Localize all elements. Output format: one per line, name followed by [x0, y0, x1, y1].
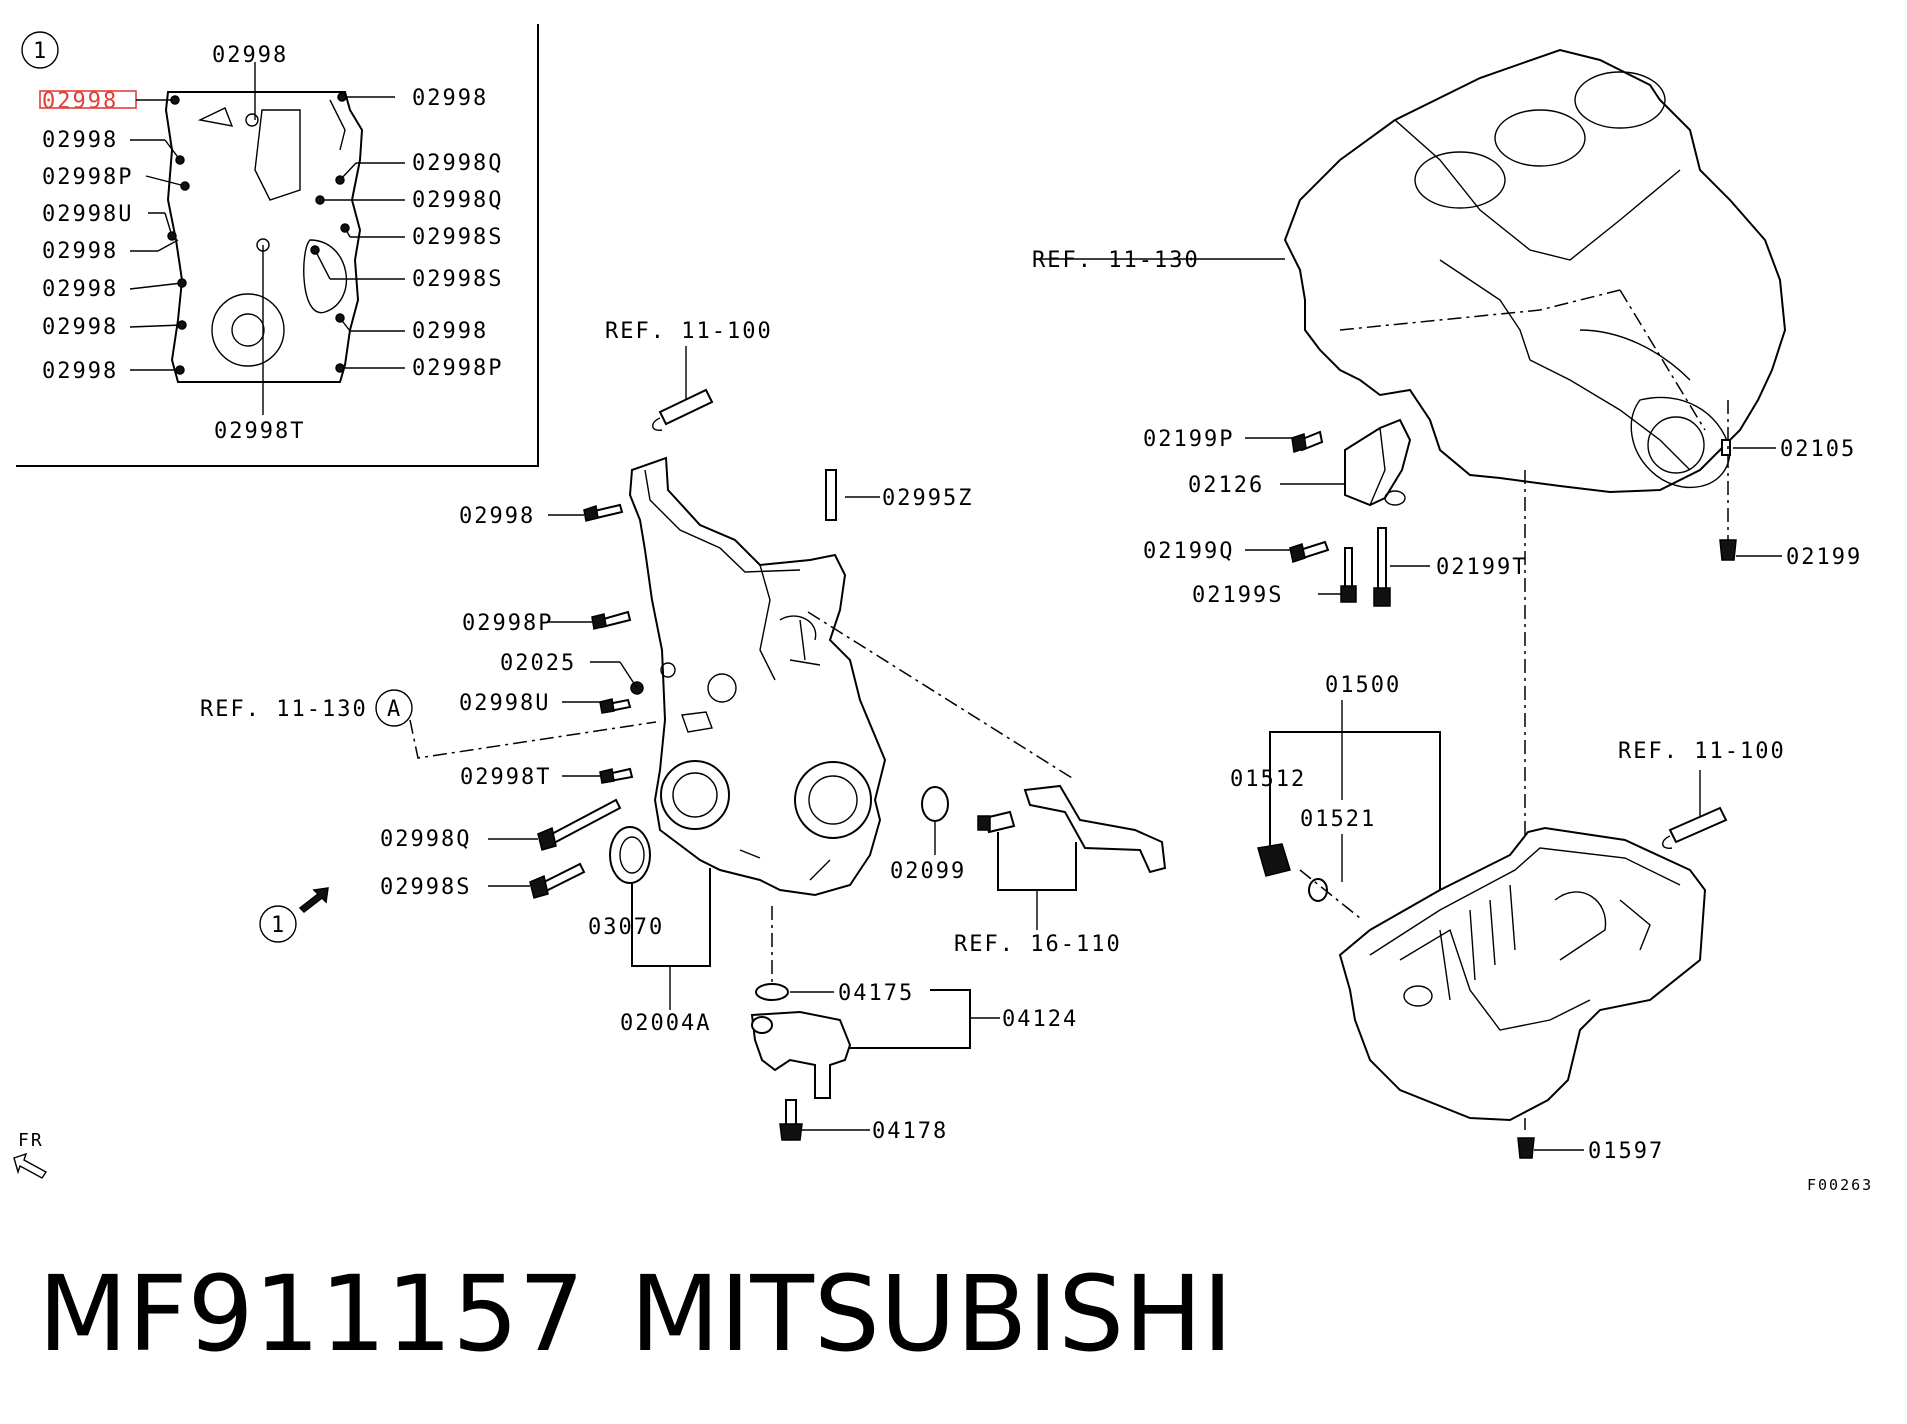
- inset-callout: 1: [33, 39, 48, 64]
- inset-highlighted-label[interactable]: 02998: [42, 89, 118, 114]
- inset-label-right-1: 02998: [412, 86, 488, 111]
- bracket: [1023, 784, 1167, 874]
- inset-label-right-2: 02998Q: [412, 151, 503, 176]
- view-callout: 1: [271, 913, 286, 938]
- drain-plug: [1257, 843, 1291, 877]
- cover-left-leaders: [488, 514, 638, 887]
- marker-A-circle: [375, 689, 413, 727]
- timing-cover-group: REF. 11-100 02995Z: [200, 319, 1167, 1036]
- label-02004A: 02004A: [620, 1011, 711, 1036]
- label-02025: 02025: [500, 651, 576, 676]
- bolt-02199S: [1340, 585, 1357, 603]
- drain-gasket: [1308, 878, 1328, 902]
- label-02995Z: 02995Z: [882, 486, 973, 511]
- label-02099: 02099: [890, 859, 966, 884]
- label-02105: 02105: [1780, 437, 1856, 462]
- inset-label-left-2: 02998P: [42, 165, 133, 190]
- label-02199Q: 02199Q: [1143, 539, 1234, 564]
- inset-label-left-1: 02998: [42, 128, 118, 153]
- label-03070: 03070: [588, 915, 664, 940]
- ref-11-100-pan: REF. 11-100: [1618, 739, 1786, 764]
- inset-leaders: [129, 62, 405, 415]
- inset-bolt-dots: [167, 92, 350, 375]
- label-01512: 01512: [1230, 767, 1306, 792]
- inset-label-left-3: 02998U: [42, 202, 133, 227]
- pump-bore: [794, 761, 872, 839]
- ref-11-100-top: REF. 11-100: [605, 319, 773, 344]
- label-01597: 01597: [1588, 1139, 1664, 1164]
- ref-16-110: REF. 16-110: [954, 932, 1122, 957]
- oil-pan-group: 01500 01512 01521 REF. 11-100 01597: [1230, 470, 1786, 1164]
- bracket-02126: [1344, 418, 1412, 507]
- label-02998Q: 02998Q: [380, 827, 471, 852]
- label-02998P: 02998P: [462, 611, 553, 636]
- inset-label-right-4: 02998S: [412, 225, 503, 250]
- ref-11-130-left: REF. 11-130: [200, 697, 368, 722]
- label-01500: 01500: [1325, 673, 1401, 698]
- inset-label-left-7: 02998: [42, 359, 118, 384]
- label-02199P: 02199P: [1143, 427, 1234, 452]
- fr-label: FR: [18, 1130, 44, 1151]
- label-01521: 01521: [1300, 807, 1376, 832]
- oil-pan-body: [1338, 826, 1707, 1122]
- part-number: MF911157: [38, 1253, 585, 1375]
- crank-seal-bore: [660, 760, 730, 830]
- sensor-group: 04175 04124 04178: [750, 906, 1078, 1144]
- sensor-o-ring: [755, 983, 789, 1001]
- view-callout-circle: [259, 905, 297, 943]
- bolt-02199T: [1373, 587, 1391, 607]
- cover-bolts: [529, 503, 644, 899]
- label-04178: 04178: [872, 1119, 948, 1144]
- sealant-tube-1: [658, 388, 714, 426]
- ref-11-130-block: REF. 11-130: [1032, 248, 1200, 273]
- dowel-pin: [825, 469, 837, 521]
- inset-label-bottom: 02998T: [214, 419, 305, 444]
- inset-label-left-6: 02998: [42, 315, 118, 340]
- engine-block: [1283, 48, 1787, 494]
- label-02998T: 02998T: [460, 765, 551, 790]
- label-02199S: 02199S: [1192, 583, 1283, 608]
- pan-bolt: [1517, 1137, 1535, 1159]
- label-02199T: 02199T: [1436, 555, 1527, 580]
- brand-name: MITSUBISHI: [630, 1253, 1233, 1375]
- front-arrow-icon: [13, 1152, 48, 1179]
- inset-label-right-5: 02998S: [412, 267, 503, 292]
- label-02199: 02199: [1786, 545, 1862, 570]
- crank-sensor: [750, 1010, 852, 1099]
- inset-label-left-5: 02998: [42, 277, 118, 302]
- label-04124: 04124: [1002, 1007, 1078, 1032]
- marker-A: A: [387, 697, 402, 722]
- inset-label-left-4: 02998: [42, 239, 118, 264]
- sensor-bolt: [779, 1123, 803, 1141]
- figure-code: F00263: [1807, 1176, 1873, 1194]
- engine-block-group: REF. 11-130 02199P 02126 02199Q 02199S 0…: [1032, 48, 1862, 608]
- label-02998U: 02998U: [459, 691, 550, 716]
- inset-panel: 1: [16, 24, 539, 467]
- label-02998S: 02998S: [380, 875, 471, 900]
- label-02998: 02998: [459, 504, 535, 529]
- block-flange: [1630, 396, 1731, 489]
- inset-label-right-7: 02998P: [412, 356, 503, 381]
- bolt-02199: [1719, 539, 1737, 561]
- inset-label-right-6: 02998: [412, 319, 488, 344]
- sealant-tube-2: [1668, 806, 1728, 844]
- inset-callout-circle: [21, 31, 59, 69]
- label-02126: 02126: [1188, 473, 1264, 498]
- o-ring-02099: [921, 786, 949, 822]
- inset-label-top: 02998: [212, 43, 288, 68]
- label-04175: 04175: [838, 981, 914, 1006]
- inset-label-right-3: 02998Q: [412, 188, 503, 213]
- inset-cover-outline: [164, 91, 364, 383]
- view-arrow-icon: [298, 887, 329, 913]
